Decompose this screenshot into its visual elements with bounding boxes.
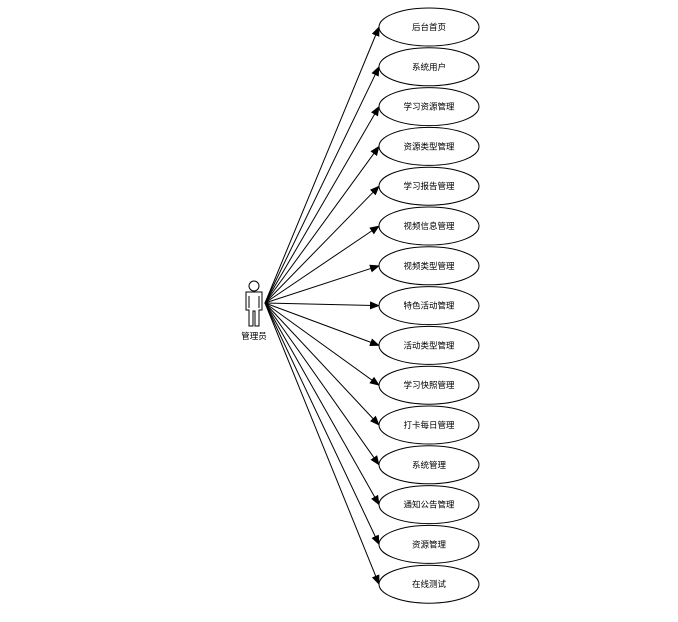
use-case-ellipse — [378, 246, 480, 286]
use-case-ellipse — [378, 166, 480, 206]
use-case: 特色活动管理 — [378, 286, 480, 326]
actor-admin: 管理员 — [241, 280, 267, 342]
association-line — [264, 302, 380, 546]
use-case-ellipse — [378, 286, 480, 326]
use-case-ellipse — [378, 87, 480, 127]
use-case: 学习快照管理 — [378, 365, 480, 405]
use-case: 资源管理 — [378, 524, 480, 564]
use-case-ellipse — [378, 524, 480, 564]
use-case-label: 特色活动管理 — [403, 301, 455, 312]
use-case: 学习资源管理 — [378, 87, 480, 127]
use-case: 视频类型管理 — [378, 246, 480, 286]
use-cases: 后台首页系统用户学习资源管理资源类型管理学习报告管理视频信息管理视频类型管理特色… — [378, 7, 480, 604]
use-case-label: 学习快照管理 — [403, 380, 455, 391]
use-case: 在线测试 — [378, 564, 480, 604]
use-case-label: 后台首页 — [412, 22, 446, 33]
use-case: 打卡每日管理 — [378, 405, 480, 445]
association-line — [264, 26, 380, 304]
association-line — [264, 65, 380, 304]
use-case-label: 活动类型管理 — [403, 340, 455, 351]
use-case-ellipse — [378, 7, 480, 47]
use-case-ellipse — [378, 564, 480, 604]
association-line — [264, 302, 380, 386]
person-icon — [245, 280, 263, 327]
use-case-label: 资源类型管理 — [403, 141, 455, 152]
association-line — [264, 302, 380, 586]
association-line — [264, 105, 380, 304]
use-case: 视频信息管理 — [378, 206, 480, 246]
use-case: 资源类型管理 — [378, 126, 480, 166]
use-case: 活动类型管理 — [378, 325, 480, 365]
association-line — [264, 225, 380, 304]
use-case-ellipse — [378, 445, 480, 485]
use-case: 系统用户 — [378, 47, 480, 87]
use-case-ellipse — [378, 365, 480, 405]
use-case-label: 视频类型管理 — [403, 261, 455, 272]
associations — [264, 26, 380, 586]
association-line — [264, 301, 380, 310]
use-case-label: 学习资源管理 — [403, 102, 455, 113]
use-case-label: 系统用户 — [412, 62, 446, 73]
use-case: 系统管理 — [378, 445, 480, 485]
use-case-label: 视频信息管理 — [403, 221, 455, 232]
actor-label: 管理员 — [241, 331, 267, 342]
use-case-ellipse — [378, 126, 480, 166]
use-case-ellipse — [378, 485, 480, 525]
association-line — [264, 264, 380, 304]
association-line — [264, 145, 380, 304]
use-case-ellipse — [378, 405, 480, 445]
association-line — [264, 185, 380, 304]
association-line — [264, 302, 380, 426]
use-case-label: 资源管理 — [412, 539, 447, 550]
use-case-ellipse — [378, 206, 480, 246]
use-case: 通知公告管理 — [378, 485, 480, 525]
use-case-label: 学习报告管理 — [403, 181, 455, 192]
use-case-label: 打卡每日管理 — [403, 420, 455, 431]
use-case: 后台首页 — [378, 7, 480, 47]
association-line — [264, 302, 380, 466]
use-case-ellipse — [378, 325, 480, 365]
association-line — [264, 302, 380, 506]
use-case: 学习报告管理 — [378, 166, 480, 206]
use-case-label: 在线测试 — [412, 579, 447, 590]
use-case-label: 通知公告管理 — [403, 500, 455, 511]
association-line — [264, 302, 380, 347]
use-case-ellipse — [378, 47, 480, 87]
use-case-label: 系统管理 — [412, 460, 447, 471]
